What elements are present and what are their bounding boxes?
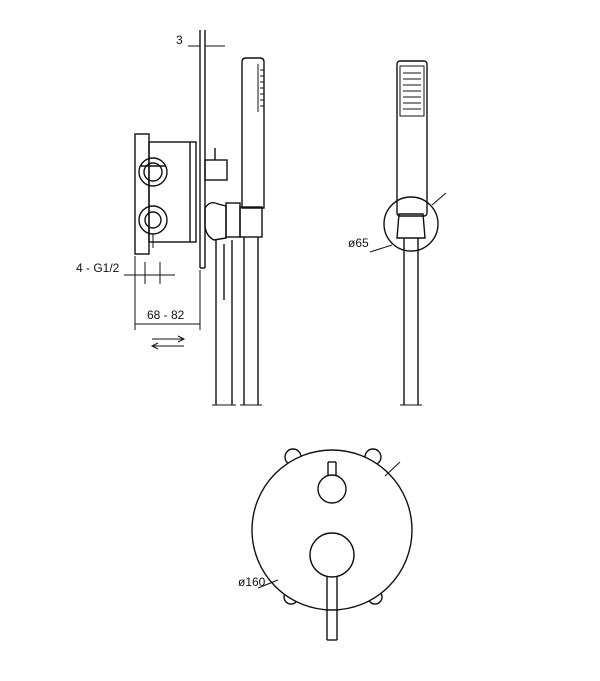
- hoses-side: [212, 237, 262, 406]
- hand-shower-front-view: ø65: [348, 60, 447, 406]
- spray-face: [399, 65, 425, 117]
- wall-plate: [199, 30, 206, 269]
- hand-shower-side: [241, 57, 265, 209]
- plate-diameter-label: ø160: [238, 575, 266, 589]
- diverter-knob-side: [204, 148, 228, 181]
- holder-diameter-label: ø65: [348, 236, 369, 250]
- side-view: 3: [76, 30, 265, 406]
- depth-label: 68 - 82: [147, 308, 185, 322]
- spray-holes-side: [260, 69, 264, 107]
- mixer-plate-front-view: ø160: [238, 448, 413, 641]
- thickness-label: 3: [176, 33, 183, 47]
- mixer-body: [134, 133, 197, 255]
- thickness-dimension: 3: [176, 33, 225, 47]
- holder-rosette: [383, 196, 439, 252]
- diverter-knob-front: [317, 474, 347, 504]
- adjustment-arrows-icon: [150, 335, 186, 350]
- holder-clamp: [396, 213, 426, 239]
- cover-plate: [251, 449, 413, 611]
- hose-connector: [204, 201, 263, 241]
- connection-label: 4 - G1/2: [76, 261, 120, 275]
- depth-dimension: 68 - 82: [134, 256, 201, 350]
- hand-shower-head: [396, 60, 428, 217]
- spray-holes-front: [403, 72, 421, 110]
- connection-dimension: 4 - G1/2: [76, 261, 175, 284]
- mixer-handle-base: [309, 532, 355, 578]
